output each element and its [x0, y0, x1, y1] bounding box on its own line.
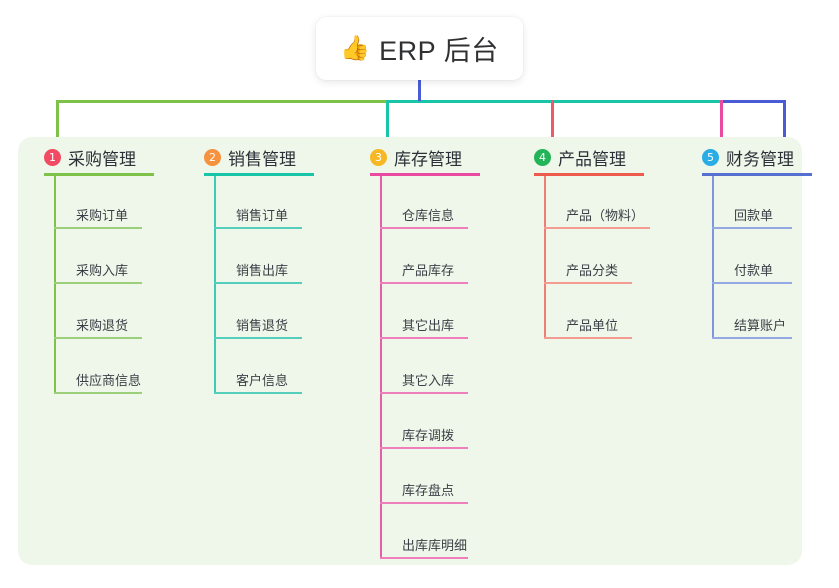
- column-header-4[interactable]: 4 产品管理: [534, 145, 626, 170]
- menu-item-label: 采购退货: [76, 318, 129, 333]
- menu-item-underline: [214, 337, 302, 339]
- column-underline: [702, 173, 812, 176]
- menu-item-underline: [54, 227, 142, 229]
- column-title: 采购管理: [68, 150, 136, 169]
- column-badge-5: 5: [702, 149, 719, 166]
- column-underline: [370, 173, 480, 176]
- menu-item-label: 回款单: [734, 208, 774, 223]
- menu-item-underline: [380, 502, 468, 504]
- menu-item-underline: [54, 282, 142, 284]
- column-title: 库存管理: [394, 150, 462, 169]
- column-header-3[interactable]: 3 库存管理: [370, 145, 462, 170]
- connector-bar-green: [56, 100, 388, 103]
- menu-item-label: 销售退货: [236, 318, 289, 333]
- menu-item-label: 销售出库: [236, 263, 289, 278]
- connector-drop-1: [56, 100, 59, 144]
- menu-item-label: 供应商信息: [76, 373, 142, 388]
- column-spine: [54, 176, 56, 392]
- menu-item-label: 库存调拨: [402, 428, 455, 443]
- column-header-5[interactable]: 5 财务管理: [702, 145, 794, 170]
- connector-drop-2: [386, 100, 389, 144]
- menu-item-underline: [712, 227, 792, 229]
- menu-item-label: 其它出库: [402, 318, 455, 333]
- menu-item-label: 产品（物料）: [566, 208, 645, 223]
- menu-item-underline: [712, 282, 792, 284]
- menu-item-label: 产品单位: [566, 318, 619, 333]
- menu-item-label: 库存盘点: [402, 483, 455, 498]
- menu-item-label: 产品库存: [402, 263, 455, 278]
- root-node-card[interactable]: 👍 ERP 后台: [316, 17, 523, 80]
- menu-item-underline: [380, 227, 468, 229]
- connector-drop-4: [551, 100, 554, 144]
- mindmap-panel: 1 采购管理采购订单采购入库采购退货供应商信息 2 销售管理销售订单销售出库销售退货客…: [18, 137, 812, 565]
- menu-item-label: 采购入库: [76, 263, 129, 278]
- menu-item-underline: [214, 227, 302, 229]
- menu-item-underline: [380, 337, 468, 339]
- menu-item-underline: [544, 337, 632, 339]
- menu-item-underline: [380, 447, 468, 449]
- column-header-1[interactable]: 1 采购管理: [44, 145, 136, 170]
- menu-item-label: 客户信息: [236, 373, 289, 388]
- connector-bar-teal: [386, 100, 722, 103]
- column-badge-1: 1: [44, 149, 61, 166]
- menu-item-label: 结算账户: [734, 318, 787, 333]
- column-title: 产品管理: [558, 150, 626, 169]
- menu-item-underline: [380, 282, 468, 284]
- menu-item-underline: [380, 557, 468, 559]
- column-badge-4: 4: [534, 149, 551, 166]
- column-underline: [44, 173, 154, 176]
- menu-item-underline: [712, 337, 792, 339]
- column-header-2[interactable]: 2 销售管理: [204, 145, 296, 170]
- menu-item-label: 仓库信息: [402, 208, 455, 223]
- menu-item-underline: [544, 227, 650, 229]
- column-underline: [534, 173, 644, 176]
- menu-item-label: 其它入库: [402, 373, 455, 388]
- column-spine: [712, 176, 714, 337]
- menu-item-underline: [54, 392, 142, 394]
- column-title: 财务管理: [726, 150, 794, 169]
- menu-item-underline: [54, 337, 142, 339]
- column-badge-2: 2: [204, 149, 221, 166]
- page-title: ERP 后台: [379, 36, 499, 66]
- column-underline: [204, 173, 314, 176]
- connector-drop-3: [720, 100, 723, 144]
- column-spine: [380, 176, 382, 557]
- menu-item-label: 付款单: [734, 263, 774, 278]
- menu-item-label: 出库库明细: [402, 538, 468, 553]
- thumbs-up-icon: 👍: [340, 34, 371, 62]
- menu-item-underline: [380, 392, 468, 394]
- menu-item-underline: [214, 392, 302, 394]
- menu-item-label: 采购订单: [76, 208, 129, 223]
- menu-item-label: 销售订单: [236, 208, 289, 223]
- menu-item-underline: [544, 282, 632, 284]
- root-connector-stem: [418, 80, 421, 101]
- column-spine: [544, 176, 546, 337]
- menu-item-underline: [214, 282, 302, 284]
- column-spine: [214, 176, 216, 392]
- connector-drop-5: [783, 100, 786, 144]
- column-badge-3: 3: [370, 149, 387, 166]
- menu-item-label: 产品分类: [566, 263, 619, 278]
- column-title: 销售管理: [228, 150, 296, 169]
